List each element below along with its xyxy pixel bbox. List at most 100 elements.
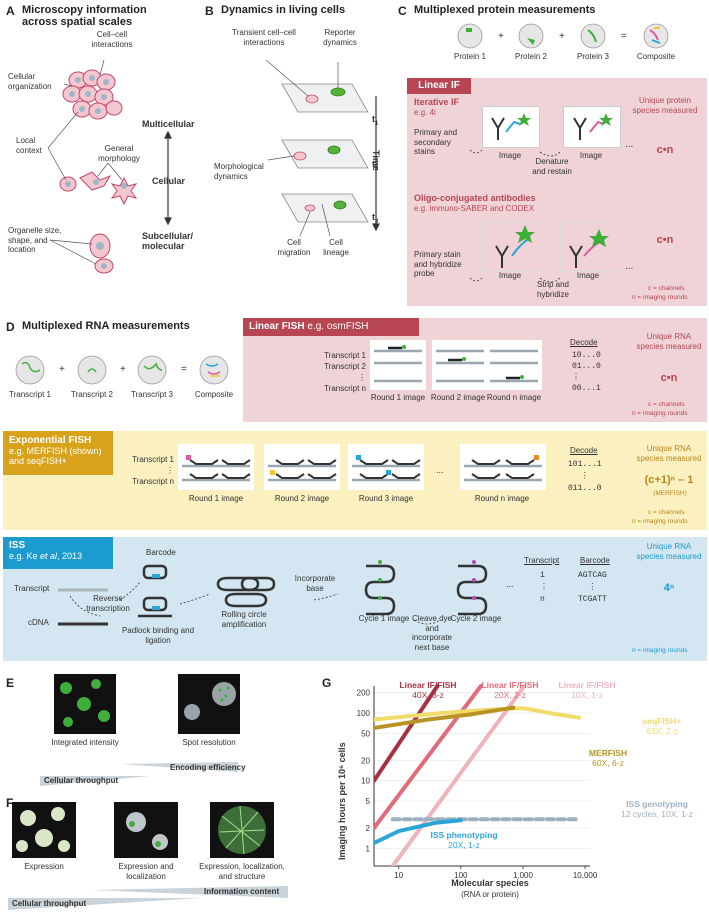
strip-label: Strip and hybridize: [536, 280, 570, 299]
label-t3: t3: [372, 212, 379, 225]
label-reporter: Reporter dynamics: [323, 28, 357, 47]
label-t1: t1: [372, 114, 379, 127]
ef-dots: ...: [436, 465, 444, 475]
ef-strands: [182, 455, 542, 482]
iss-formula: 4ⁿ: [663, 582, 675, 594]
oligo-title: Oligo-conjugated antibodies: [414, 193, 536, 203]
panel-e-cells: [60, 679, 236, 727]
lf-round-n-label: Round n image: [486, 393, 542, 402]
rna-op-plus-1: +: [59, 364, 65, 375]
label-subcellular: Subcellular/ molecular: [142, 231, 194, 251]
iss-col-barcode: Barcode: [580, 556, 610, 565]
iss-col-transcript: Transcript: [524, 556, 560, 565]
chart-y-tick-label: 50: [361, 729, 370, 738]
iss-dots: ...: [506, 579, 514, 589]
iss-incorporate-label: Incorporate base: [294, 574, 336, 593]
protein-1-label: Protein 1: [453, 52, 487, 61]
composite-label: Composite: [636, 52, 676, 61]
linear-if-tag: Linear IF: [407, 78, 471, 94]
expr-loc-struct-label: Expression, localization, and structure: [199, 862, 285, 881]
ef-transcripts: Transcript 1⋮Transcript n: [132, 455, 174, 486]
panel-b-illustration: [265, 59, 380, 237]
panel-f-cells: [16, 805, 266, 855]
primary-secondary-label: Primary and secondary stains: [414, 128, 458, 156]
ef-legend-n: n = imaging rounds: [632, 518, 688, 525]
expression-label: Expression: [24, 862, 64, 871]
oligo-image-2: [560, 222, 618, 272]
iss-row-barcodes: AGTCAG⋮TCGATT: [578, 571, 607, 604]
oligo-dots: ...: [625, 261, 634, 272]
label-cellular-organization: Cellular organization: [8, 72, 52, 91]
ef-formula-note: (MERFISH): [653, 490, 687, 497]
label-transient: Transient cell–cell interactions: [232, 28, 296, 47]
op-equals: =: [621, 31, 627, 42]
lf-unique-label: Unique RNA species measured: [636, 332, 702, 351]
linear-fish-tag: Linear FISH e.g. osmFISH: [243, 318, 419, 336]
iterative-if-title: Iterative IF: [414, 97, 460, 107]
protein-2-label: Protein 2: [514, 52, 548, 61]
linear-if-box: [407, 78, 707, 306]
throughput-f-label: Cellular throughput: [12, 899, 87, 908]
spot-resolution-label: Spot resolution: [182, 738, 236, 747]
label-cellular: Cellular: [152, 176, 186, 186]
throughput-e-label: Cellular throughput: [44, 776, 119, 785]
iss-cleave-label: Cleave dye and incorporate next base: [411, 614, 453, 652]
panel-g-letter: G: [322, 676, 332, 690]
panel-f-letter: F: [6, 796, 14, 810]
ef-round-2-label: Round 2 image: [274, 494, 330, 503]
panel-b-title: Dynamics in living cells: [221, 4, 346, 16]
chart-x-tick-label: 10: [394, 871, 403, 880]
formula-cn-1: c•n: [656, 144, 674, 156]
chart-y-tick-label: 1: [366, 844, 371, 853]
lf-legend-n: n = imaging rounds: [632, 410, 688, 417]
oligo-image-1: [482, 222, 540, 272]
ef-legend-c: c = channels: [648, 509, 685, 516]
image-label-4: Image: [576, 271, 600, 280]
label-morph-dynamics: Morphological dynamics: [214, 162, 264, 181]
chart-x-tick-label: 100: [454, 871, 468, 880]
legend-rounds-c: n = imaging rounds: [632, 294, 688, 301]
chart-y-label: Imaging hours per 10⁶ cells: [337, 742, 347, 860]
iss-barcode-label: Barcode: [146, 548, 176, 557]
composite-rna-label: Composite: [194, 390, 234, 399]
chart-x-tick-label: 10,000: [573, 871, 598, 880]
antibody-glyphs: [469, 113, 613, 283]
ef-decode: Decode: [570, 446, 598, 455]
info-content-label: Information content: [204, 887, 280, 896]
iterative-dots: ...: [625, 139, 634, 150]
ef-round-n-label: Round n image: [474, 494, 530, 503]
lf-round-1-label: Round 1 image: [370, 393, 426, 402]
transcript-2-label: Transcript 2: [71, 390, 113, 399]
formula-cn-2: c•n: [656, 234, 674, 246]
chart-x-sublabel: (RNA or protein): [461, 890, 519, 899]
panel-f-wedges: [8, 886, 288, 910]
ef-round-3-label: Round 3 image: [358, 494, 414, 503]
lf-decode: Decode: [570, 338, 598, 347]
protein-cells: [457, 23, 669, 49]
oligo-eg: e.g. immuno-SABER and CODEX: [414, 204, 535, 213]
rna-op-equals: =: [181, 364, 187, 375]
label-cell-lineage: Cell lineage: [323, 238, 349, 257]
chart-x-label: Molecular species: [451, 878, 529, 888]
expr-loc-label: Expression and localization: [118, 862, 174, 881]
lf-legend-c: c = channels: [648, 401, 685, 408]
label-t2: t2: [372, 159, 379, 172]
label-organelle: Organelle size, shape, and location: [8, 226, 62, 254]
chart-series-line-0: [374, 684, 440, 783]
ef-formula: (c+1)ⁿ – 1: [644, 474, 694, 486]
label-local-context: Local context: [16, 136, 42, 155]
panel-a-illustration: [47, 59, 172, 274]
label-cell-cell-interactions: Cell–cell interactions: [91, 30, 133, 49]
op-plus-2: +: [559, 31, 565, 42]
chart-y-tick-label: 2: [366, 824, 371, 833]
legend-channels-c: c = channels: [648, 285, 685, 292]
transcript-3-label: Transcript 3: [131, 390, 173, 399]
panel-d-title: Multiplexed RNA measurements: [22, 320, 190, 332]
